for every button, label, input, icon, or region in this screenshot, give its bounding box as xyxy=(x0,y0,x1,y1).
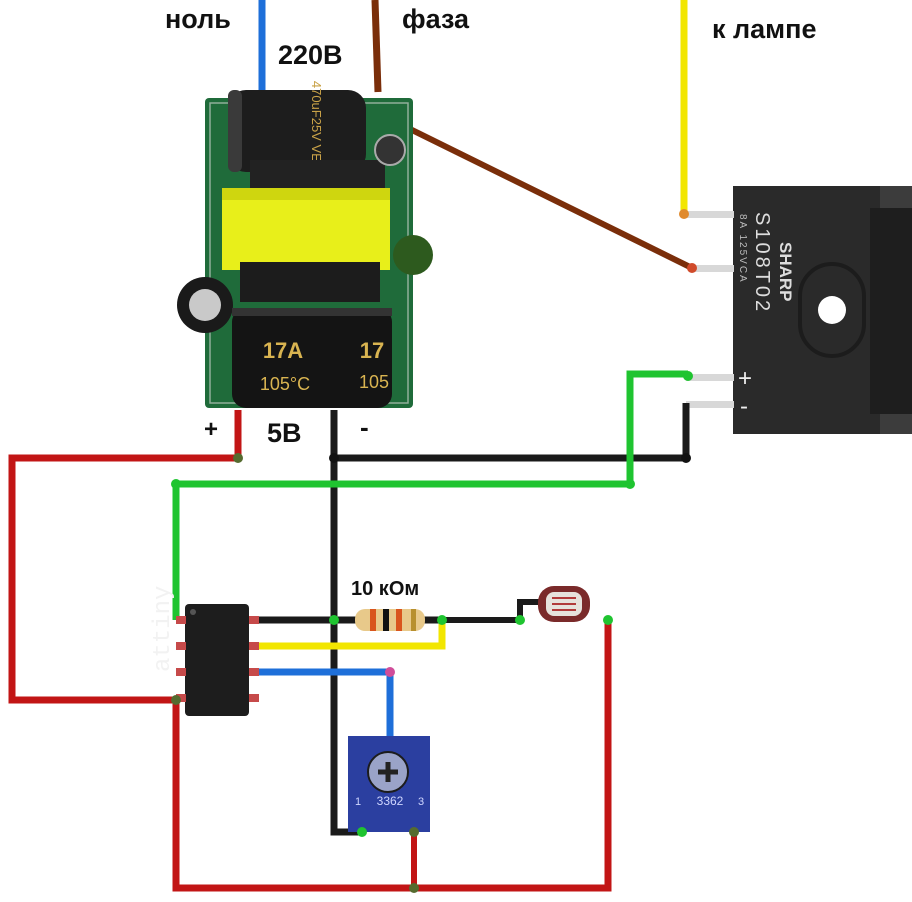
relay-minus-pin-label: - xyxy=(740,393,748,420)
resistor-label: 10 кОм xyxy=(351,578,420,600)
phase-label: фаза xyxy=(402,4,470,34)
trimmer-potentiometer: 3362 1 3 xyxy=(348,736,430,832)
ground-wire xyxy=(254,403,690,836)
relay-brand: SHARP xyxy=(776,242,795,302)
power-positive-wire xyxy=(8,410,612,892)
voltage-label: 220В xyxy=(278,40,343,70)
low-voltage-label: 5В xyxy=(267,418,302,448)
capacitor-bottom-temp: 105°C xyxy=(260,374,310,394)
capacitor-small-left xyxy=(177,277,233,333)
signal-wire xyxy=(172,370,688,620)
trimmer-pin1-label: 1 xyxy=(355,796,361,808)
minus-label: - xyxy=(360,412,369,442)
plus-label: + xyxy=(204,416,219,443)
capacitor-top-label: 470uF25V VENT xyxy=(309,81,324,179)
relay-pins xyxy=(684,211,734,408)
attiny-chip: attiny xyxy=(150,586,259,716)
trimmer-pin3-label: 3 xyxy=(418,796,424,808)
photoresistor xyxy=(538,586,590,622)
capacitor-bottom-label: 17A xyxy=(263,338,303,363)
resistor xyxy=(355,609,425,631)
relay-rating: 8A 125VCA xyxy=(737,214,748,284)
chip-label: attiny xyxy=(150,586,177,672)
relay-model: S108T02 xyxy=(751,212,773,314)
relay-mount-hole xyxy=(818,296,846,324)
junction-dots xyxy=(171,209,697,893)
capacitor-bottom-side: 17 xyxy=(360,338,384,363)
phase-wire xyxy=(371,0,382,93)
capacitor-small-green xyxy=(393,235,433,275)
diode xyxy=(374,134,406,166)
power-module: 470uF25V VENT 17A 105°C 17 105 xyxy=(177,81,433,408)
sensor-wire xyxy=(254,620,446,650)
lamp-label: к лампе xyxy=(712,14,817,44)
neutral-label: ноль xyxy=(165,4,231,34)
capacitor-bottom: 17A 105°C 17 105 xyxy=(232,308,392,408)
solid-state-relay: SHARP S108T02 8A 125VCA + - xyxy=(733,186,912,434)
relay-plus-pin-label: + xyxy=(738,365,752,392)
transformer xyxy=(222,160,390,302)
trimmer-label: 3362 xyxy=(377,794,404,808)
capacitor-top: 470uF25V VENT xyxy=(228,81,366,179)
trimmer-wire xyxy=(254,668,394,740)
phase-to-relay-wire xyxy=(406,125,694,271)
capacitor-bottom-side2: 105 xyxy=(359,372,389,392)
